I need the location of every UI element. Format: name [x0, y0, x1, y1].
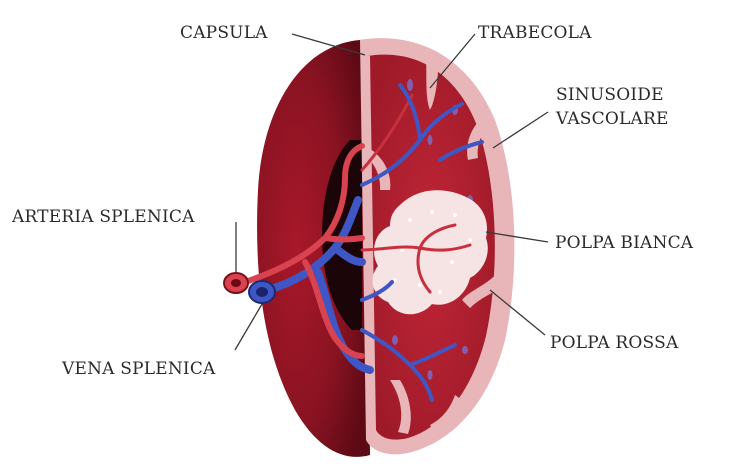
splenic-vein-lumen — [256, 287, 268, 297]
label-capsula: CAPSULA — [180, 23, 268, 43]
label-polpa-rossa: POLPA ROSSA — [550, 333, 679, 353]
label-trabecola: TRABECOLA — [478, 23, 592, 43]
label-vena-splenica: VENA SPLENICA — [61, 359, 216, 379]
splenic-artery-lumen — [231, 279, 241, 287]
label-vascolare: VASCOLARE — [555, 109, 669, 129]
label-polpa-bianca: POLPA BIANCA — [555, 233, 694, 253]
label-sinusoide: SINUSOIDE — [556, 85, 664, 105]
label-arteria-splenica: ARTERIA SPLENICA — [11, 207, 195, 227]
